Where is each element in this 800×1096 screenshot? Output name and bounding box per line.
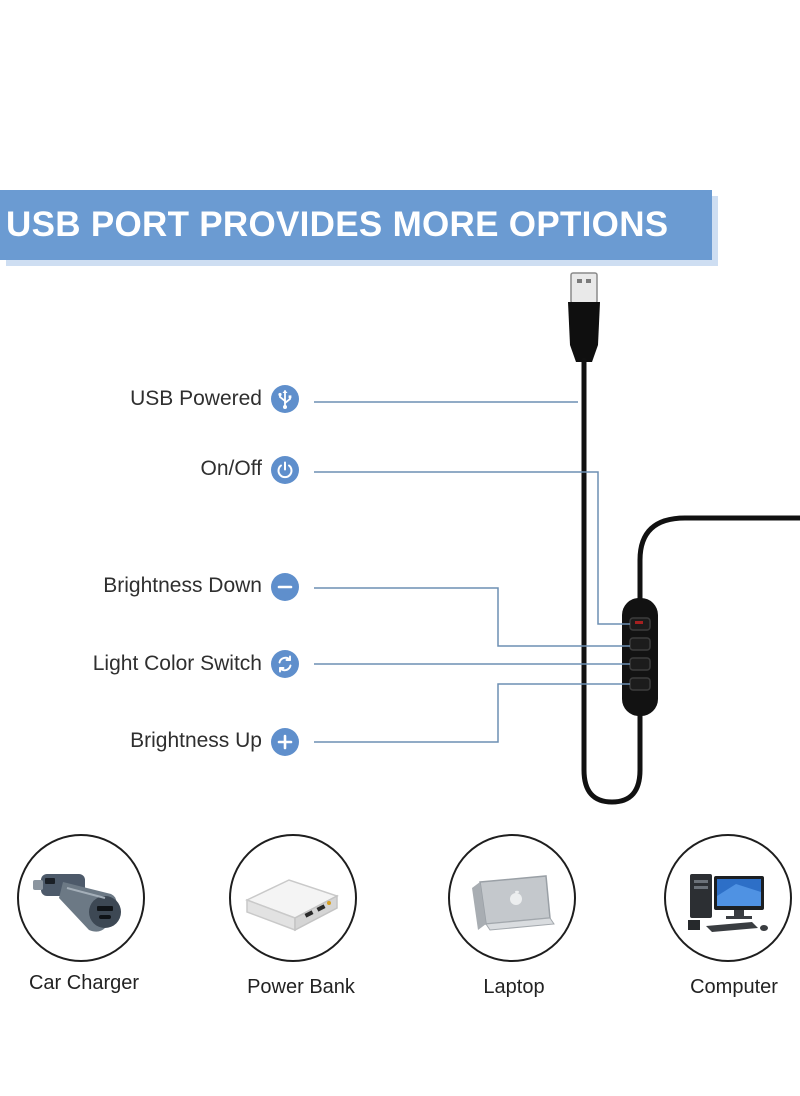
usb-plug-body bbox=[568, 302, 600, 362]
plus-icon bbox=[271, 728, 299, 756]
leader-brightness-down bbox=[314, 587, 630, 647]
power-bank-icon bbox=[245, 879, 339, 932]
usb-plug-hole-left bbox=[577, 279, 582, 283]
label-brightness-down: Brightness Down bbox=[103, 574, 262, 597]
device-computer bbox=[664, 834, 792, 962]
device-car-charger bbox=[17, 834, 145, 962]
banner-title: USB PORT PROVIDES MORE OPTIONS bbox=[6, 205, 669, 244]
laptop-icon bbox=[472, 875, 555, 931]
device-laptop bbox=[448, 834, 576, 962]
usb-plug-hole-right bbox=[586, 279, 591, 283]
device-label-car-charger: Car Charger bbox=[28, 972, 140, 994]
controller-indicator bbox=[635, 621, 643, 624]
switch-icon bbox=[271, 650, 299, 678]
usb-plug-head bbox=[570, 272, 598, 304]
label-usb-powered: USB Powered bbox=[130, 387, 262, 410]
label-light-color-switch: Light Color Switch bbox=[92, 652, 262, 675]
controller-button-switch bbox=[629, 657, 651, 671]
inline-controller bbox=[622, 598, 658, 716]
title-banner: USB PORT PROVIDES MORE OPTIONS bbox=[0, 190, 712, 260]
device-power-bank bbox=[229, 834, 357, 962]
usb-cable bbox=[581, 357, 800, 805]
label-on-off: On/Off bbox=[200, 457, 262, 480]
power-icon bbox=[271, 456, 299, 484]
controller-button-up bbox=[629, 677, 651, 691]
label-brightness-up: Brightness Up bbox=[130, 729, 262, 752]
device-label-computer: Computer bbox=[690, 976, 778, 998]
controller-button-down bbox=[629, 637, 651, 651]
leader-on-off bbox=[314, 471, 630, 625]
leader-brightness-up bbox=[314, 683, 630, 743]
usb-icon bbox=[271, 385, 299, 413]
device-label-laptop: Laptop bbox=[483, 976, 545, 998]
minus-icon bbox=[271, 573, 299, 601]
device-label-power-bank: Power Bank bbox=[247, 976, 355, 998]
car-charger-icon bbox=[33, 874, 121, 932]
computer-icon bbox=[688, 874, 768, 932]
